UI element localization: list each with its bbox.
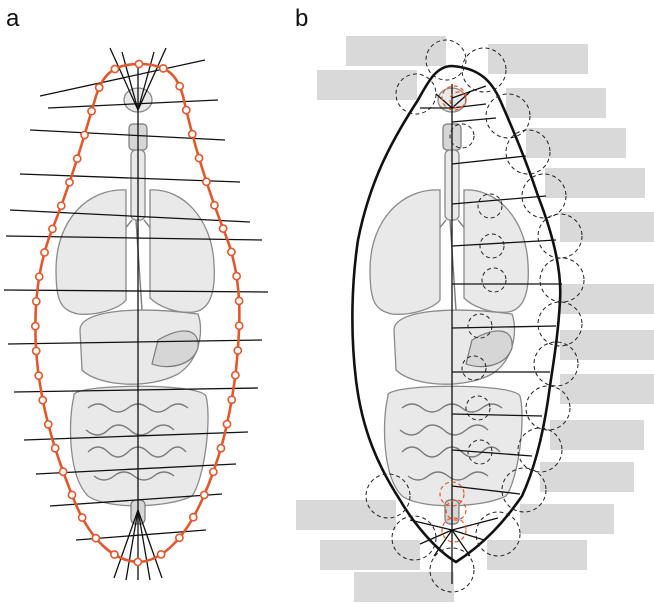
contour-node-a bbox=[223, 421, 230, 428]
label-placeholder-box bbox=[540, 462, 634, 492]
label-placeholder-box bbox=[320, 540, 420, 570]
contour-node-a bbox=[236, 322, 243, 329]
contour-node-a bbox=[160, 65, 167, 72]
contour-node-a bbox=[203, 178, 210, 185]
contour-node-a bbox=[79, 514, 86, 521]
contour-node-a bbox=[233, 273, 240, 280]
contour-node-a bbox=[176, 83, 183, 90]
fan-line-b bbox=[452, 530, 484, 540]
label-placeholder-box bbox=[520, 504, 614, 534]
contour-node-a bbox=[81, 131, 88, 138]
contour-node-a bbox=[92, 535, 99, 542]
contour-node-a bbox=[190, 514, 197, 521]
contour-node-a bbox=[68, 491, 75, 498]
rib-line-a bbox=[4, 290, 268, 292]
contour-node-a bbox=[235, 297, 242, 304]
panel-label-a: a bbox=[6, 5, 20, 32]
contour-node-a bbox=[220, 225, 227, 232]
contour-node-a bbox=[189, 131, 196, 138]
contour-node-a bbox=[211, 202, 218, 209]
contour-node-a bbox=[36, 273, 43, 280]
contour-node-a bbox=[228, 248, 235, 255]
contour-node-a bbox=[33, 298, 40, 305]
contour-node-a bbox=[45, 421, 52, 428]
fan-line-b bbox=[452, 530, 470, 556]
panel-a bbox=[4, 48, 268, 580]
label-placeholder-box bbox=[560, 284, 654, 314]
rib-line-a bbox=[6, 236, 262, 240]
label-placeholder-box bbox=[488, 44, 588, 74]
label-placeholder-box bbox=[545, 168, 645, 198]
contour-node-a bbox=[88, 108, 95, 115]
contour-node-a bbox=[234, 347, 241, 354]
contour-node-a bbox=[60, 468, 67, 475]
label-placeholder-box bbox=[487, 540, 587, 570]
contour-node-a bbox=[158, 551, 165, 558]
contour-node-a bbox=[232, 372, 239, 379]
contour-node-a bbox=[195, 154, 202, 161]
contour-node-a bbox=[74, 155, 81, 162]
panel-label-b: b bbox=[295, 5, 308, 32]
rib-line-a bbox=[10, 210, 250, 222]
contour-node-a bbox=[228, 396, 235, 403]
label-placeholder-box bbox=[317, 70, 417, 100]
anatomy-illustration-b bbox=[370, 88, 528, 524]
contour-node-a bbox=[35, 372, 42, 379]
panel-b bbox=[296, 36, 654, 602]
contour-node-a bbox=[134, 558, 141, 565]
contour-node-a bbox=[52, 445, 59, 452]
contour-node-a bbox=[32, 323, 39, 330]
contour-node-a bbox=[49, 225, 56, 232]
contour-node-a bbox=[176, 534, 183, 541]
contour-node-a bbox=[217, 445, 224, 452]
label-placeholder-box bbox=[560, 212, 654, 242]
contour-node-a bbox=[201, 491, 208, 498]
rib-line-b bbox=[452, 156, 526, 164]
label-placeholder-box bbox=[346, 36, 446, 66]
label-placeholder-box bbox=[526, 128, 626, 158]
contour-node-a bbox=[33, 347, 40, 354]
label-placeholder-box bbox=[560, 374, 654, 404]
contour-node-a bbox=[210, 468, 217, 475]
contour-node-a bbox=[111, 65, 118, 72]
contour-node-a bbox=[111, 551, 118, 558]
contour-node-a bbox=[135, 60, 142, 67]
rib-line-b bbox=[452, 118, 496, 122]
contour-node-a bbox=[58, 202, 65, 209]
label-placeholder-box bbox=[560, 330, 654, 360]
contour-node-a bbox=[96, 84, 103, 91]
contour-node-a bbox=[41, 249, 48, 256]
label-placeholder-box bbox=[550, 420, 644, 450]
label-placeholder-box bbox=[296, 500, 396, 530]
contour-node-a bbox=[183, 106, 190, 113]
contour-node-a bbox=[39, 397, 46, 404]
contour-node-a bbox=[66, 179, 73, 186]
fan-line-a bbox=[138, 510, 162, 578]
label-placeholder-box bbox=[354, 572, 454, 602]
label-placeholder-box bbox=[506, 88, 606, 118]
fan-line-a bbox=[114, 510, 138, 578]
